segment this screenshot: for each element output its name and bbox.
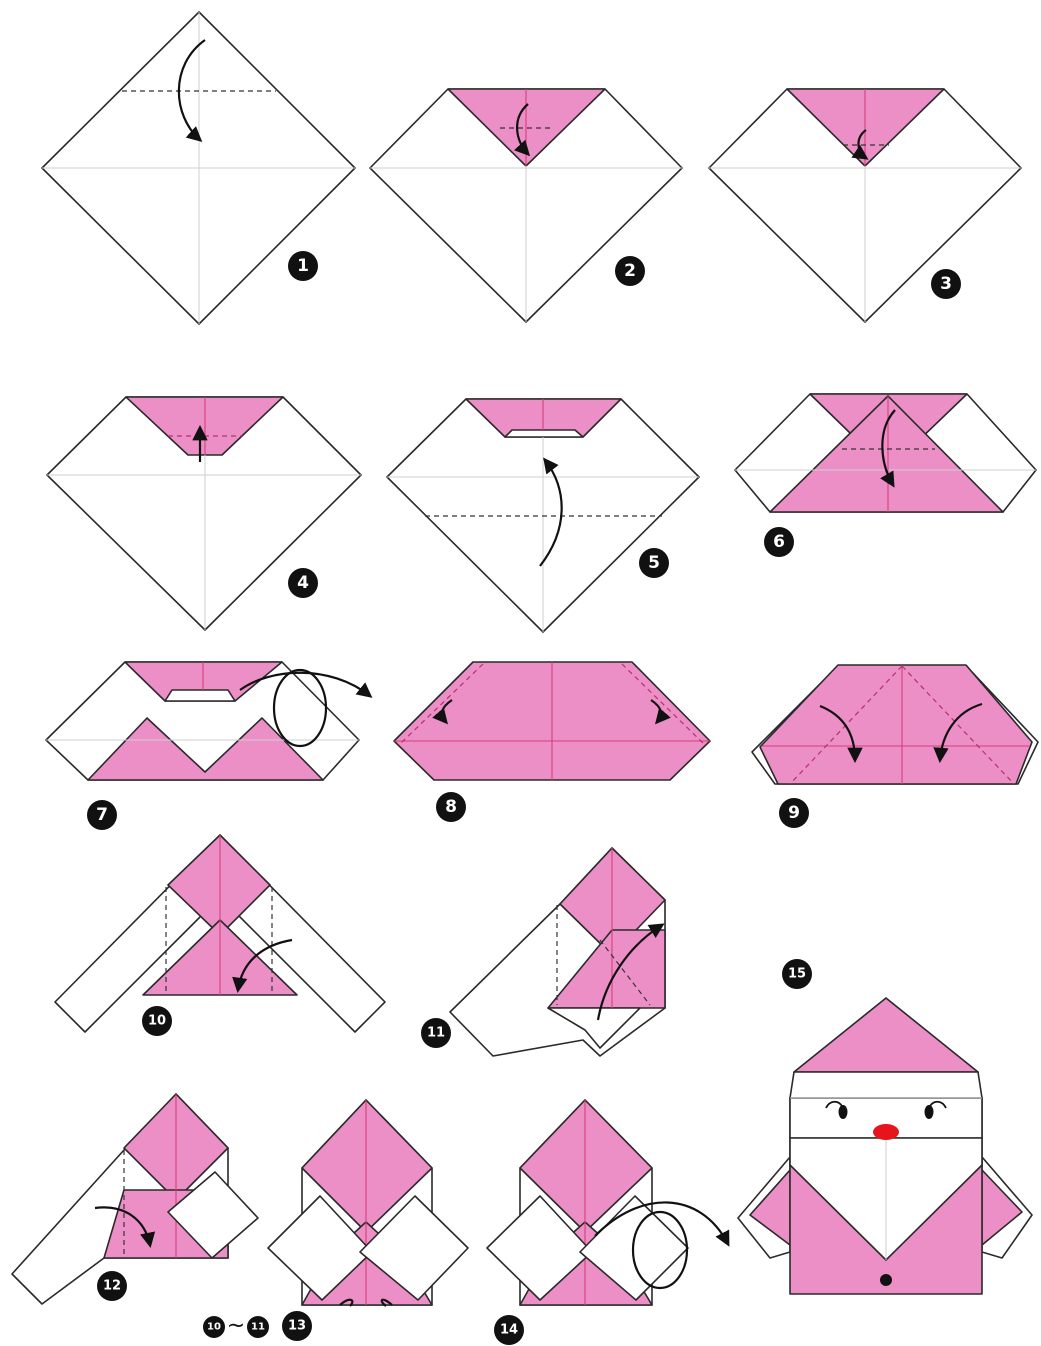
step-11-figure <box>450 848 665 1056</box>
santa-button <box>880 1274 892 1286</box>
range-to: 11 <box>251 1322 265 1333</box>
step-5-figure <box>387 399 699 632</box>
step-14-badge: 14 <box>494 1315 524 1345</box>
step-8-badge: 8 <box>436 792 466 822</box>
step-12-badge: 12 <box>97 1271 127 1301</box>
santa-hat <box>794 998 978 1072</box>
step-15-badge: 15 <box>782 959 812 989</box>
step-13-badge: 13 <box>282 1311 312 1341</box>
santa-nose <box>873 1124 899 1140</box>
step-6-badge: 6 <box>764 527 794 557</box>
range-note: 10 ~ 11 <box>203 1314 269 1339</box>
step-number: 14 <box>500 1323 518 1338</box>
step-7-badge: 7 <box>87 800 117 830</box>
santa-figure <box>738 998 1032 1294</box>
step-number: 5 <box>648 553 660 573</box>
step-number: 8 <box>445 797 457 817</box>
santa-right-eye <box>925 1105 934 1119</box>
step-number: 2 <box>624 261 636 281</box>
step-number: 7 <box>96 805 108 825</box>
step-11-badge: 11 <box>421 1018 451 1048</box>
step-number: 9 <box>788 803 800 823</box>
step-2-badge: 2 <box>615 256 645 286</box>
step-2-figure <box>370 89 682 322</box>
step-9-figure <box>752 665 1038 784</box>
step-9-badge: 9 <box>779 798 809 828</box>
step-number: 3 <box>940 274 952 294</box>
step-3-badge: 3 <box>931 269 961 299</box>
step-number: 15 <box>788 967 806 982</box>
step-4-badge: 4 <box>288 568 318 598</box>
step-6-figure <box>735 394 1036 512</box>
step-number: 1 <box>297 256 309 276</box>
step-1-badge: 1 <box>288 251 318 281</box>
step-5-badge: 5 <box>639 548 669 578</box>
step-14-figure <box>487 1100 728 1305</box>
range-from: 10 <box>207 1322 221 1333</box>
step-number: 10 <box>148 1014 166 1029</box>
step-number: 11 <box>427 1026 445 1041</box>
step-4-figure <box>47 397 361 630</box>
step-7-figure <box>46 662 370 780</box>
range-separator: ~ <box>227 1314 245 1339</box>
step-number: 13 <box>288 1319 306 1334</box>
step-10-figure <box>55 835 385 1032</box>
step-8-figure <box>394 662 710 780</box>
step-13-figure <box>268 1100 468 1306</box>
step-12-figure <box>12 1094 258 1304</box>
step-3-figure <box>709 89 1021 322</box>
step-number: 6 <box>773 532 785 552</box>
santa-left-eye <box>839 1105 848 1119</box>
step-number: 12 <box>103 1279 121 1294</box>
step-number: 4 <box>297 573 309 593</box>
step-10-badge: 10 <box>142 1006 172 1036</box>
